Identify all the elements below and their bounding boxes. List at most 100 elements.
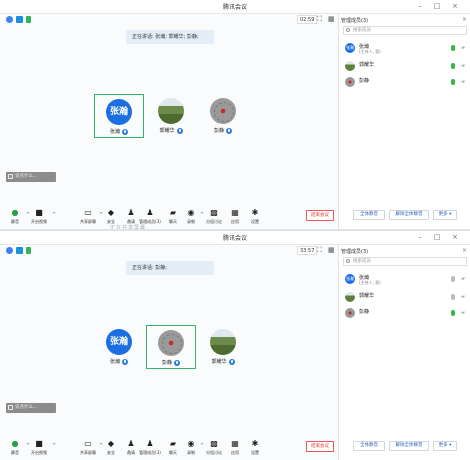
member-row[interactable]: 彭静 ▰ (343, 76, 467, 90)
breakout-rooms-button[interactable]: ▩分组讨论 (206, 208, 222, 225)
speaking-banner: 正在讲话: 彭静; (126, 261, 214, 275)
more-button[interactable]: 更多 ▾ (433, 210, 457, 220)
apps-button[interactable]: ▦应用 (231, 208, 239, 225)
settings-button[interactable]: ✱设置 (251, 208, 259, 225)
mute-button[interactable]: ●静音 (11, 439, 19, 456)
settings-button[interactable]: ✱设置 (251, 439, 259, 456)
faded-caption: 正在共享屏幕 (110, 225, 147, 231)
shield-icon[interactable] (16, 16, 23, 23)
signal-icon[interactable] (26, 16, 31, 23)
camera-off-icon[interactable]: ▰ (461, 63, 465, 69)
member-row[interactable]: 郭耀华 ▰ (343, 60, 467, 74)
unmute-all-button[interactable]: 解除全体静音 (389, 210, 429, 220)
chevron-up-icon[interactable]: ^ (26, 212, 31, 218)
record-button[interactable]: ◉录制 (187, 208, 195, 225)
info-icon[interactable] (6, 247, 13, 254)
member-row[interactable]: 彭静 ▰ (343, 307, 467, 321)
record-button[interactable]: ◉录制 (187, 439, 195, 456)
invite-button[interactable]: ♟邀请 (127, 208, 135, 225)
camera-off-icon[interactable]: ▰ (461, 45, 465, 51)
end-meeting-button[interactable]: 结束会议 (306, 441, 334, 452)
participant-tile-guoyaohua[interactable]: 郭耀华 (198, 325, 248, 369)
security-button[interactable]: ◆安全 (107, 439, 115, 456)
security-button[interactable]: ◆安全 (107, 208, 115, 225)
mute-all-button[interactable]: 全体静音 (353, 441, 385, 451)
invite-button[interactable]: ♟邀请 (127, 439, 135, 456)
participant-tile-zhanghan[interactable]: 张瀚 张瀚 (94, 94, 144, 138)
monitor-icon: ▭ (84, 439, 92, 448)
video-button[interactable]: ■开启视频 (31, 208, 47, 225)
member-search-input[interactable]: 搜索成员 (343, 26, 467, 35)
camera-off-icon[interactable]: ▰ (461, 310, 465, 316)
mute-button[interactable]: ●静音 (11, 208, 19, 225)
chevron-up-icon[interactable]: ^ (200, 443, 205, 449)
maximize-icon[interactable]: □ (433, 2, 441, 10)
minimize-icon[interactable]: – (418, 2, 422, 10)
close-icon[interactable]: × (452, 233, 458, 241)
unmute-all-button[interactable]: 解除全体静音 (389, 441, 429, 451)
fullscreen-icon[interactable]: ⛶ (317, 15, 322, 23)
video-button[interactable]: ■开启视频 (31, 439, 47, 456)
member-name: 郭耀华 (359, 62, 375, 68)
participant-tile-guoyaohua[interactable]: 郭耀华 (146, 94, 196, 138)
microphone-icon[interactable] (451, 310, 455, 316)
share-screen-button[interactable]: ▭共享屏幕 (80, 208, 96, 225)
signal-icon[interactable] (26, 247, 31, 254)
chevron-up-icon[interactable]: ^ (99, 212, 104, 218)
layout-icon[interactable]: ▦ (328, 15, 335, 23)
close-icon[interactable]: × (461, 247, 467, 254)
camera-off-icon[interactable]: ▰ (461, 276, 465, 282)
microphone-icon[interactable] (451, 276, 455, 282)
chevron-up-icon[interactable]: ^ (26, 443, 31, 449)
members-panel-title: 管理成员(3) (341, 18, 369, 24)
layout-icon[interactable]: ▦ (328, 246, 335, 254)
minimize-icon[interactable]: – (418, 233, 422, 241)
chevron-up-icon[interactable]: ^ (99, 443, 104, 449)
members-actions: 全体静音 解除全体静音 更多 ▾ (339, 441, 470, 453)
chat-button[interactable]: ▰聊天 (169, 208, 177, 225)
participant-name: 郭耀华 (211, 359, 227, 365)
camera-off-icon[interactable]: ▰ (461, 79, 465, 85)
microphone-icon[interactable] (451, 294, 455, 300)
participant-tile-pengjing[interactable]: 彭静 (198, 94, 248, 138)
member-name: 张瀚 (359, 275, 370, 281)
member-row[interactable]: 郭耀华 ▰ (343, 291, 467, 305)
avatar (210, 329, 236, 355)
add-user-icon: ♟ (127, 208, 135, 217)
chevron-up-icon[interactable]: ^ (200, 212, 205, 218)
mute-all-button[interactable]: 全体静音 (353, 210, 385, 220)
microphone-icon[interactable] (451, 79, 455, 85)
member-row[interactable]: 张瀚 张瀚 (主持人, 我) ▰ (343, 42, 467, 56)
camera-off-icon: ■ (35, 439, 43, 448)
member-role: (主持人, 我) (359, 49, 381, 54)
participant-tile-pengjing[interactable]: 彭静 (146, 325, 196, 369)
mic-icon (122, 358, 128, 365)
camera-off-icon[interactable]: ▰ (461, 294, 465, 300)
shield-icon[interactable] (16, 247, 23, 254)
close-icon[interactable]: × (452, 2, 458, 10)
manage-members-button[interactable]: ♟管理成员(3) (139, 439, 161, 456)
member-search-input[interactable]: 搜索成员 (343, 257, 467, 266)
breakout-rooms-button[interactable]: ▩分组讨论 (206, 439, 222, 456)
chevron-up-icon[interactable]: ^ (52, 443, 57, 449)
maximize-icon[interactable]: □ (433, 233, 441, 241)
more-button[interactable]: 更多 ▾ (433, 441, 457, 451)
share-screen-button[interactable]: ▭共享屏幕 (80, 439, 96, 456)
chevron-up-icon[interactable]: ^ (52, 212, 57, 218)
member-row[interactable]: 张瀚 张瀚 (主持人, 我) ▰ (343, 273, 467, 287)
chat-button[interactable]: ▰聊天 (169, 439, 177, 456)
manage-members-button[interactable]: ♟管理成员(3) (139, 208, 161, 225)
search-icon (346, 28, 350, 32)
fullscreen-icon[interactable]: ⛶ (317, 246, 322, 254)
gear-icon: ✱ (251, 208, 259, 217)
microphone-icon[interactable] (451, 63, 455, 69)
info-icon[interactable] (6, 16, 13, 23)
apps-button[interactable]: ▦应用 (231, 439, 239, 456)
close-icon[interactable]: × (461, 16, 467, 23)
end-meeting-button[interactable]: 结束会议 (306, 210, 334, 221)
chat-input[interactable]: 说点什么... (6, 172, 56, 182)
participant-tile-zhanghan[interactable]: 张瀚 张瀚 (94, 325, 144, 369)
microphone-icon[interactable] (451, 45, 455, 51)
camera-off-icon: ■ (35, 208, 43, 217)
chat-input[interactable]: 说点什么... (6, 403, 56, 413)
